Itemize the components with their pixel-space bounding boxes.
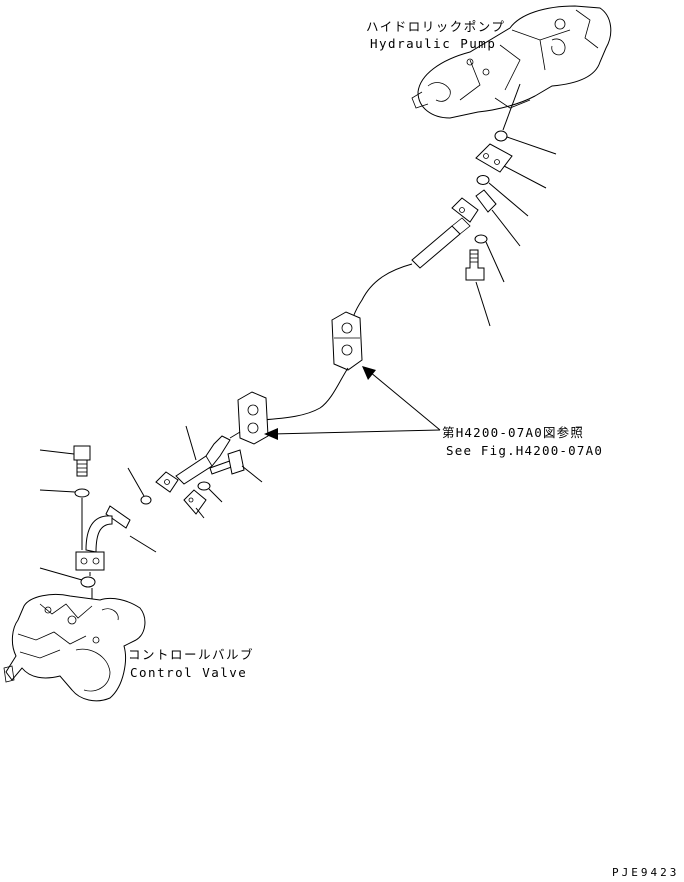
control-valve-label-en: Control Valve — [130, 665, 247, 680]
bolt-3 — [39, 445, 91, 477]
hose-upper — [349, 217, 471, 329]
washer-3 — [74, 488, 90, 498]
pump-side-fittings — [451, 130, 557, 327]
o-ring-2 — [476, 175, 490, 185]
hose-clamp-block-upper — [331, 311, 363, 371]
o-ring-3 — [140, 495, 152, 505]
hydraulic-pump-illustration — [411, 5, 612, 131]
hose-end-flange-bottom — [155, 471, 179, 493]
reference-label-en: See Fig.H4200-07A0 — [446, 443, 603, 458]
drawing-code: PJE9423 — [612, 866, 679, 879]
reference-leaders — [264, 366, 441, 440]
elbow-pipe — [75, 505, 157, 571]
o-ring-4 — [80, 576, 96, 588]
pump-label-en: Hydraulic Pump — [370, 36, 496, 51]
o-ring-1 — [494, 130, 508, 142]
hose-middle — [261, 367, 349, 421]
split-flange-1 — [475, 143, 513, 173]
washer-2 — [197, 481, 211, 491]
half-flange — [475, 189, 497, 213]
reference-label-jp: 第H4200-07A0図参照 — [442, 425, 584, 440]
washer-1 — [474, 234, 488, 244]
hose-clamp-block-lower — [237, 391, 269, 445]
control-valve-label-jp: コントロールバルブ — [128, 647, 254, 662]
bolt-1 — [465, 249, 485, 281]
bolt-2 — [209, 449, 263, 483]
pump-label-jp: ハイドロリックポンプ — [366, 19, 505, 34]
control-valve-illustration — [3, 593, 146, 702]
hose-end-flange-top — [451, 197, 479, 223]
half-flange-lower — [183, 489, 207, 519]
hose-lower — [155, 425, 241, 493]
